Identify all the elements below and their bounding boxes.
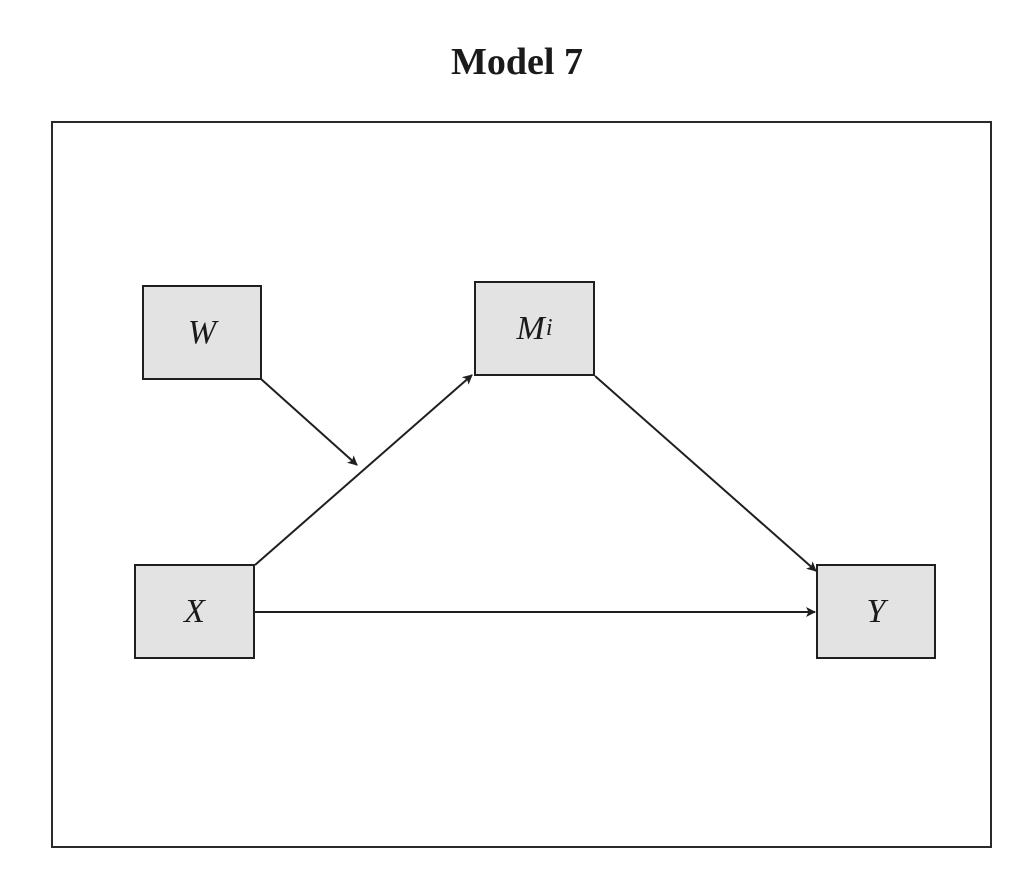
node-w-label: W <box>187 313 217 351</box>
node-y: Y <box>816 564 936 659</box>
node-w: W <box>142 285 262 380</box>
node-x: X <box>134 564 255 659</box>
diagram-frame <box>51 121 992 848</box>
node-x-label: X <box>184 592 205 630</box>
arrow-m-to-y <box>594 375 817 572</box>
node-m-label: M <box>516 309 545 347</box>
arrow-x-to-m <box>254 374 473 566</box>
arrow-w-to-path <box>260 378 358 466</box>
node-y-label: Y <box>866 592 886 630</box>
diagram-title: Model 7 <box>451 41 583 83</box>
node-m-subscript: i <box>545 315 553 341</box>
